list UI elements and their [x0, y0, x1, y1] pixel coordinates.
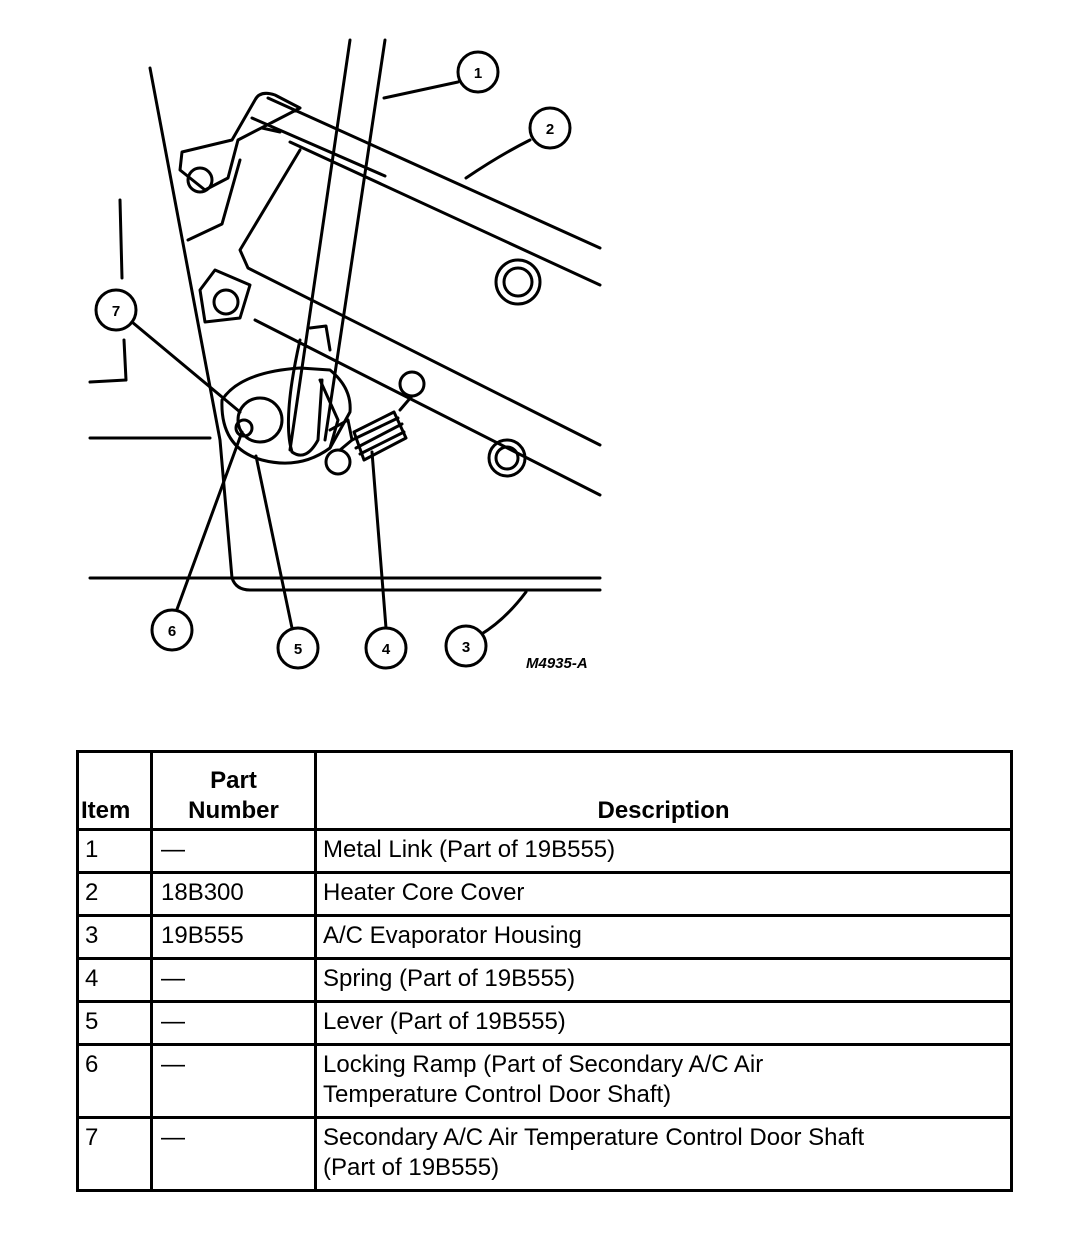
description-line: Heater Core Cover [323, 879, 525, 906]
cell-description: A/C Evaporator Housing [314, 914, 1013, 960]
callout-label-7: 7 [112, 303, 120, 320]
bolt-right-lower [487, 438, 527, 478]
header-item: Item [76, 750, 153, 831]
cell-description: Metal Link (Part of 19B555) [314, 828, 1013, 874]
bolt-right-lower-inner [494, 445, 520, 471]
cell-item: 2 [76, 871, 153, 917]
description-line: Lever (Part of 19B555) [323, 1008, 566, 1035]
callout-circle-7 [94, 288, 138, 332]
cell-description: Heater Core Cover [314, 871, 1013, 917]
cell-part-number: — [150, 1000, 317, 1046]
leader-3 [478, 590, 528, 637]
callout-circle-1 [456, 50, 500, 94]
cell-description: Secondary A/C Air Temperature Control Do… [314, 1116, 1013, 1192]
leader-6 [174, 430, 244, 614]
header-part-number-line2: Number [188, 797, 279, 824]
locking-ramp [234, 418, 254, 438]
housing-left-step [88, 198, 128, 384]
callout-circle-6 [150, 608, 194, 652]
description-line: Metal Link (Part of 19B555) [323, 836, 616, 863]
leader-2 [464, 138, 532, 180]
table-row: 1—Metal Link (Part of 19B555) [76, 828, 1013, 874]
cell-item: 1 [76, 828, 153, 874]
cell-part-number: — [150, 1043, 317, 1119]
cell-description: Lever (Part of 19B555) [314, 1000, 1013, 1046]
cell-part-number: 18B300 [150, 871, 317, 917]
leader-5 [254, 454, 294, 630]
cell-item: 3 [76, 914, 153, 960]
door-shaft [236, 396, 284, 444]
callout-label-4: 4 [382, 641, 391, 658]
heater-core-cover [178, 91, 602, 497]
header-part-number: Part Number [150, 750, 317, 831]
cell-item: 7 [76, 1116, 153, 1192]
description-line: (Part of 19B555) [323, 1154, 500, 1181]
callout-label-3: 3 [462, 639, 470, 656]
bolt-right-upper [494, 258, 542, 306]
callout-label-5: 5 [294, 641, 302, 658]
callout-label-2: 2 [546, 121, 554, 138]
description-line: A/C Evaporator Housing [323, 922, 582, 949]
cell-description: Spring (Part of 19B555) [314, 957, 1013, 1003]
description-line: Spring (Part of 19B555) [323, 965, 576, 992]
cell-item: 4 [76, 957, 153, 1003]
parts-diagram: 1 2 3 4 5 6 7 M4935-A [88, 38, 602, 672]
description-line: Temperature Control Door Shaft) [323, 1081, 672, 1108]
spring-anchor-bottom [324, 448, 352, 476]
table-row: 4—Spring (Part of 19B555) [76, 957, 1013, 1003]
cell-item: 6 [76, 1043, 153, 1119]
spring-coil [338, 394, 414, 462]
metal-link [288, 38, 387, 452]
cell-part-number: — [150, 1116, 317, 1192]
spring-anchor-top [398, 370, 426, 398]
table-row: 7—Secondary A/C Air Temperature Control … [76, 1116, 1013, 1192]
bolt-mid-left [212, 288, 240, 316]
cell-part-number: 19B555 [150, 914, 317, 960]
header-description: Description [314, 750, 1013, 831]
cell-part-number: — [150, 828, 317, 874]
callout-label-6: 6 [168, 623, 176, 640]
header-part-number-line1: Part [210, 767, 257, 794]
table-row: 5—Lever (Part of 19B555) [76, 1000, 1013, 1046]
link-end [318, 378, 340, 450]
bolt-upper-left [186, 166, 214, 194]
table-row: 6—Locking Ramp (Part of Secondary A/C Ai… [76, 1043, 1013, 1119]
parts-table: Item Part Number Description 1—Metal Lin… [76, 750, 1013, 1192]
callout-circle-5 [276, 626, 320, 670]
bolt-right-upper-inner [502, 266, 534, 298]
leader-7 [130, 320, 242, 414]
leader-4 [370, 450, 388, 630]
cell-part-number: — [150, 957, 317, 1003]
spring-hook [328, 418, 354, 442]
leader-1 [382, 80, 460, 100]
table-header-row: Item Part Number Description [76, 750, 1013, 831]
lever [220, 366, 352, 465]
callout-label-1: 1 [474, 65, 482, 82]
figure-code: M4935-A [526, 655, 588, 672]
description-line: Locking Ramp (Part of Secondary A/C Air [323, 1051, 764, 1078]
cell-item: 5 [76, 1000, 153, 1046]
description-line: Secondary A/C Air Temperature Control Do… [323, 1124, 865, 1151]
callout-circle-3 [444, 624, 488, 668]
callout-circle-4 [364, 626, 408, 670]
callout-circle-2 [528, 106, 572, 150]
lever-slot [286, 324, 332, 457]
